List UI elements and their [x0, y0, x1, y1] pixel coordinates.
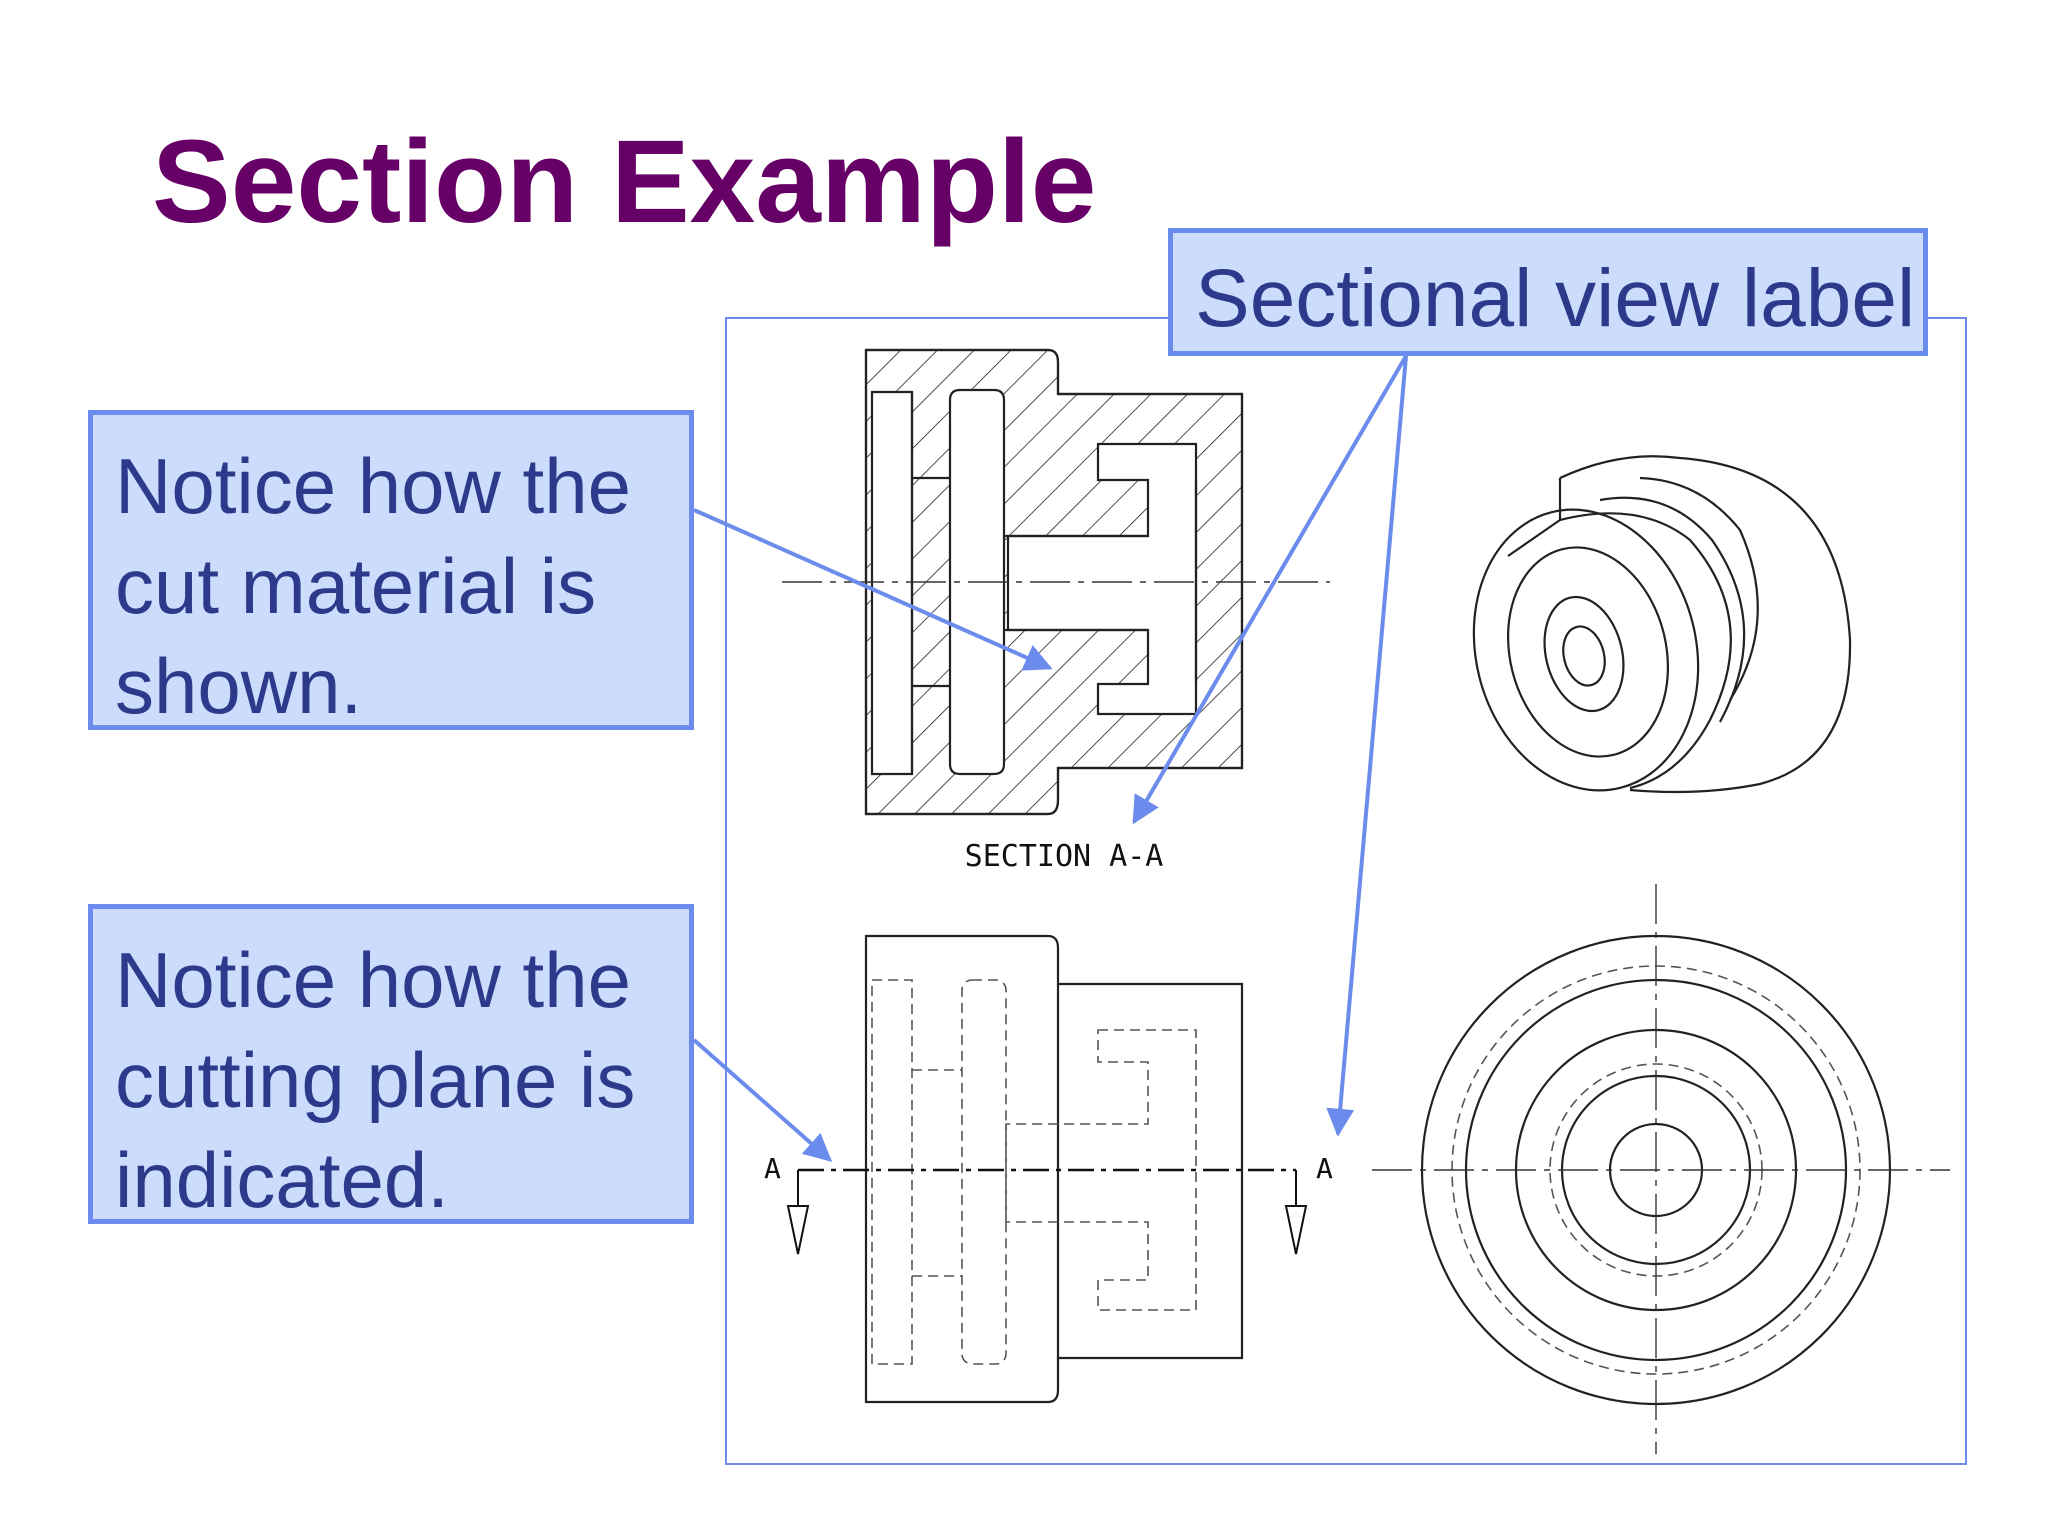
- callout-cutting-plane: Notice how the cutting plane is indicate…: [88, 904, 694, 1224]
- callout-cut-material-line-1: Notice how the: [115, 442, 631, 530]
- section-label: SECTION A-A: [965, 839, 1164, 874]
- cutting-plane-label-right: A: [1316, 1152, 1333, 1185]
- callout-cut-material-line-2: cut material is: [115, 541, 597, 630]
- arrow-cutting-plane: [692, 1038, 833, 1162]
- callout-arrows: [692, 354, 1408, 1162]
- slide-title: Section Example: [152, 116, 1097, 248]
- front-view-hidden-lines: [871, 979, 1197, 1365]
- side-view-centerlines: [1372, 884, 1950, 1454]
- arrow-cut-material: [693, 508, 1053, 671]
- arrow-section-label: [1132, 354, 1408, 825]
- cutting-plane-label-left: A: [764, 1152, 781, 1185]
- callout-cutting-plane-line-3: indicated.: [115, 1135, 449, 1224]
- arrow-plane-label: [1326, 355, 1408, 1137]
- callout-cutting-plane-line-2: cutting plane is: [115, 1035, 636, 1124]
- isometric-view: [1472, 455, 1852, 794]
- callout-sectional-view-label-text: Sectional view label: [1195, 253, 1916, 344]
- callout-cutting-plane-line-1: Notice how the: [115, 936, 631, 1024]
- callout-cut-material: Notice how the cut material is shown.: [88, 410, 694, 730]
- callout-sectional-view-label: Sectional view label: [1168, 228, 1928, 356]
- cutting-plane-arrows: [786, 1170, 1308, 1255]
- callout-cut-material-line-3: shown.: [115, 641, 363, 730]
